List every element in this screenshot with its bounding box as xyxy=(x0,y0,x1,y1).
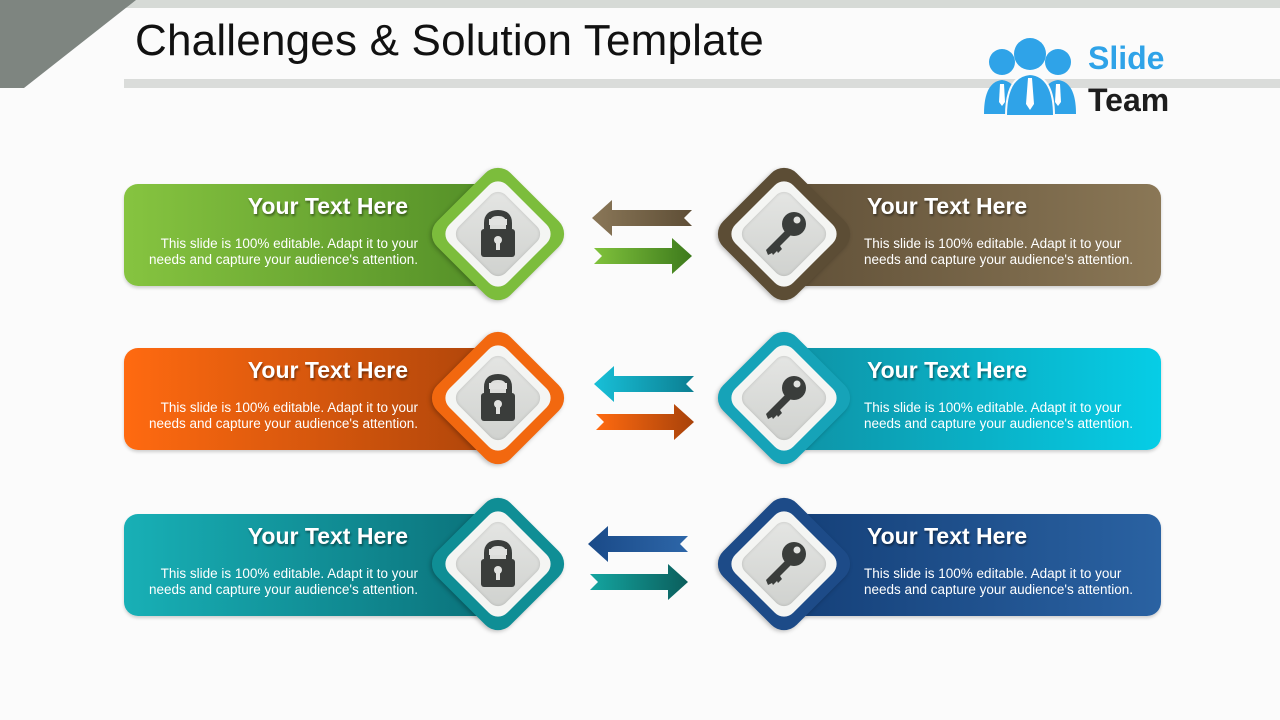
logo-text-slide: Slide xyxy=(1088,40,1165,76)
corner-triangle xyxy=(24,0,136,88)
slideteam-logo: Slide Team xyxy=(982,38,1182,118)
challenge-text: This slide is 100% editable. Adapt it to… xyxy=(149,566,418,598)
solution-text-line2: needs and capture your audience's attent… xyxy=(864,582,1134,597)
key-icon xyxy=(766,542,806,585)
top-decor-bar xyxy=(60,0,1280,8)
solution-text-line1: This slide is 100% editable. Adapt it to… xyxy=(864,236,1122,251)
challenge-heading: Your Text Here xyxy=(247,193,408,219)
challenge-text-line2: needs and capture your audience's attent… xyxy=(148,252,418,267)
challenge-heading: Your Text Here xyxy=(247,523,408,549)
team-people-icon xyxy=(984,38,1076,117)
exchange-arrows-1 xyxy=(592,200,692,274)
exchange-arrows-2 xyxy=(594,366,694,440)
lock-icon xyxy=(481,373,515,421)
solution-heading: Your Text Here xyxy=(867,357,1028,383)
challenge-heading: Your Text Here xyxy=(247,357,408,383)
challenge-text-line2: needs and capture your audience's attent… xyxy=(148,416,418,431)
solution-heading: Your Text Here xyxy=(867,523,1028,549)
row-3: Your Text Here This slide is 100% editab… xyxy=(0,488,1280,648)
key-icon xyxy=(766,212,806,255)
solution-text: This slide is 100% editable. Adapt it to… xyxy=(864,400,1133,432)
challenge-text: This slide is 100% editable. Adapt it to… xyxy=(149,236,418,268)
solution-text-line1: This slide is 100% editable. Adapt it to… xyxy=(864,400,1122,415)
slide-title: Challenges & Solution Template xyxy=(135,16,764,65)
lock-icon xyxy=(481,539,515,587)
challenge-card-3: Your Text Here This slide is 100% editab… xyxy=(124,514,524,616)
row-1: Your Text Here This slide is 100% editab… xyxy=(0,158,1280,318)
solution-text-line1: This slide is 100% editable. Adapt it to… xyxy=(864,566,1122,581)
solution-heading: Your Text Here xyxy=(867,193,1028,219)
solution-text: This slide is 100% editable. Adapt it to… xyxy=(864,236,1133,268)
solution-text: This slide is 100% editable. Adapt it to… xyxy=(864,566,1133,598)
exchange-arrows-3 xyxy=(588,526,688,600)
challenge-text: This slide is 100% editable. Adapt it to… xyxy=(149,400,418,432)
lock-icon xyxy=(481,209,515,257)
key-icon xyxy=(766,376,806,419)
solution-text-line2: needs and capture your audience's attent… xyxy=(864,252,1134,267)
row-2: Your Text Here This slide is 100% editab… xyxy=(0,322,1280,482)
solution-text-line2: needs and capture your audience's attent… xyxy=(864,416,1134,431)
corner-decor xyxy=(0,0,24,88)
title-underline-bar xyxy=(124,79,1280,88)
logo-text-team: Team xyxy=(1088,82,1170,118)
challenge-text-line1: This slide is 100% editable. Adapt it to… xyxy=(160,236,418,251)
challenge-text-line2: needs and capture your audience's attent… xyxy=(148,582,418,597)
challenge-text-line1: This slide is 100% editable. Adapt it to… xyxy=(160,400,418,415)
challenge-text-line1: This slide is 100% editable. Adapt it to… xyxy=(160,566,418,581)
